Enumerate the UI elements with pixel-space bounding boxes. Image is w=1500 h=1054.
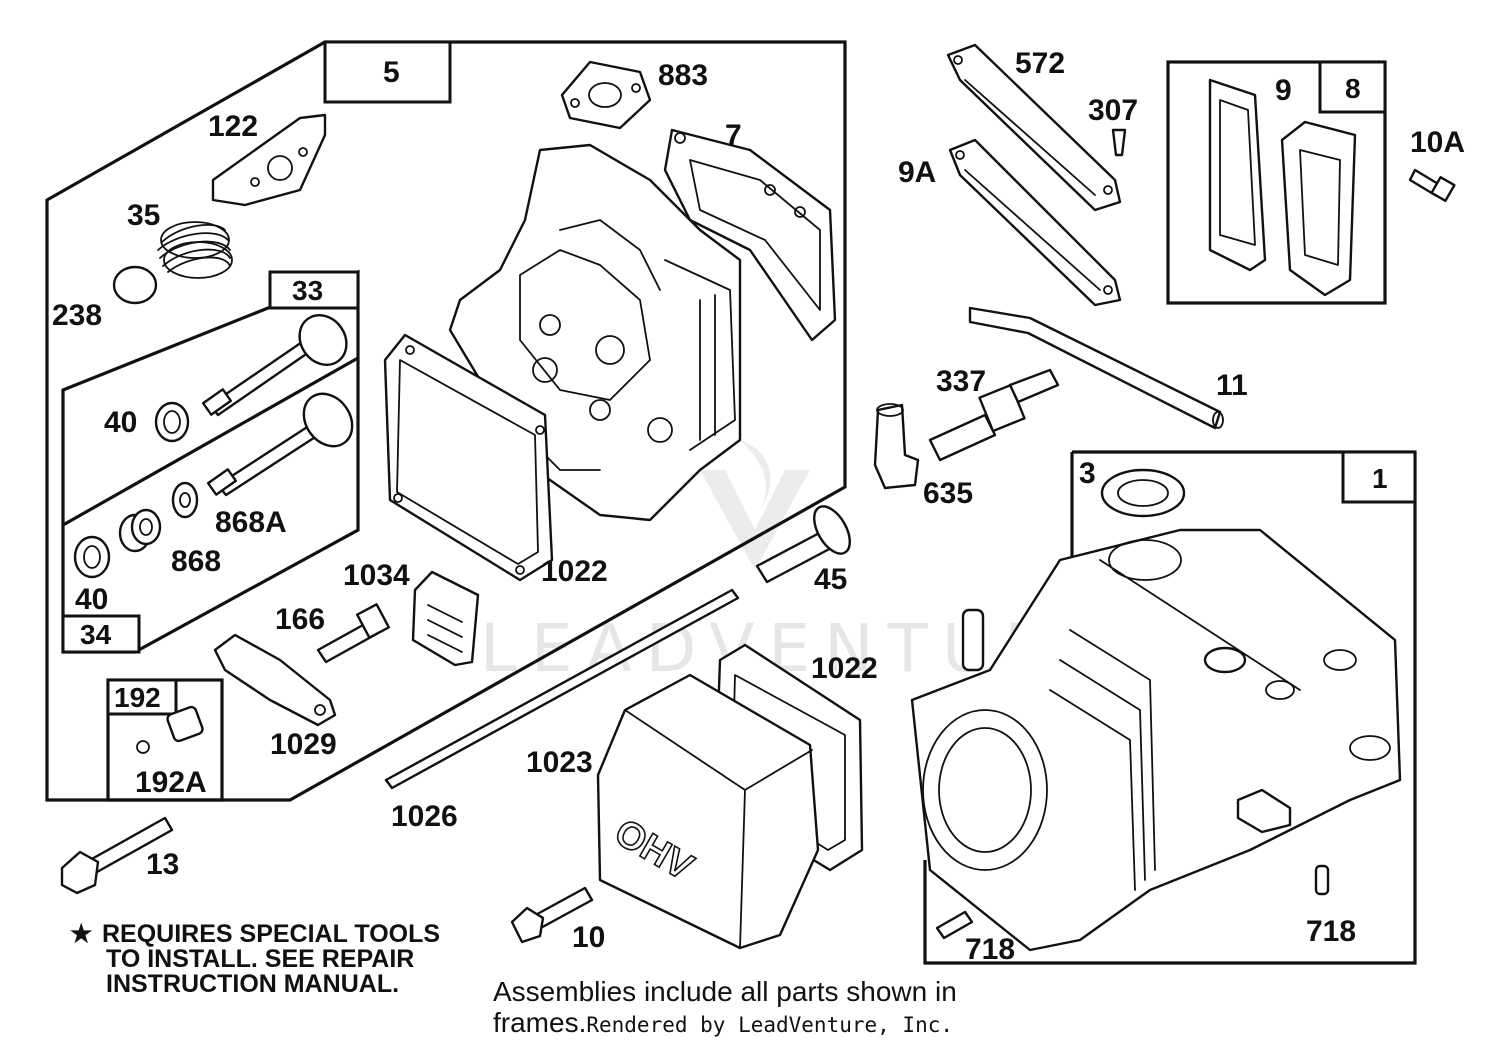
keeper-40-lower xyxy=(73,535,111,579)
crankcase-block xyxy=(910,528,1402,952)
breather-8 xyxy=(1280,120,1357,297)
push-rod-1026 xyxy=(384,588,740,790)
star-icon: ★ xyxy=(70,920,93,948)
label-1034: 1034 xyxy=(343,559,410,592)
special-tools-line3: INSTRUCTION MANUAL. xyxy=(106,970,400,998)
assemblies-text: Assemblies include all parts shown in fr… xyxy=(493,976,957,1038)
plate-1034 xyxy=(411,570,480,667)
label-718-left: 718 xyxy=(965,933,1015,966)
spark-plug-337 xyxy=(928,368,1060,462)
tappet-45 xyxy=(755,505,851,584)
label-10a: 10A xyxy=(1410,126,1465,159)
label-307: 307 xyxy=(1088,94,1138,127)
dowel-718-left xyxy=(935,910,974,940)
rendered-by-text: Rendered by LeadVenture, Inc. xyxy=(586,1013,954,1037)
bolt-10 xyxy=(510,886,594,944)
label-1022-lower: 1022 xyxy=(811,652,878,685)
watermark-logo-icon xyxy=(700,440,810,570)
screw-307 xyxy=(1111,128,1127,157)
valve-33 xyxy=(201,314,348,417)
gasket-9a xyxy=(948,138,1122,307)
stud-166 xyxy=(316,603,391,664)
tube-11 xyxy=(968,306,1224,430)
label-572: 572 xyxy=(1015,47,1065,80)
keeper-40-upper xyxy=(154,401,190,443)
stud-192 xyxy=(136,705,204,754)
assemblies-note: Assemblies include all parts shown in fr… xyxy=(493,976,1053,1041)
label-238: 238 xyxy=(52,299,102,332)
label-9: 9 xyxy=(1275,74,1292,107)
elbow-635 xyxy=(873,403,920,490)
seal-3 xyxy=(1100,468,1186,518)
special-tools-note: ★ REQUIRES SPECIAL TOOLS TO INSTALL. SEE … xyxy=(70,922,440,997)
label-45: 45 xyxy=(814,563,847,596)
gasket-883 xyxy=(560,60,652,130)
frame-label-33: 33 xyxy=(292,275,323,306)
rocker-gasket-1022-upper xyxy=(383,333,554,582)
frame-33-34: 33 34 xyxy=(61,269,360,654)
label-7: 7 xyxy=(725,119,742,152)
label-10: 10 xyxy=(572,921,605,954)
label-868: 868 xyxy=(171,545,221,578)
label-1026: 1026 xyxy=(391,800,458,833)
label-883: 883 xyxy=(658,59,708,92)
rocker-arm-1029 xyxy=(213,633,337,727)
label-635: 635 xyxy=(923,477,973,510)
gasket-572 xyxy=(946,43,1122,212)
label-1023: 1023 xyxy=(526,746,593,779)
frame-192: 192 xyxy=(106,678,224,802)
frame-label-34: 34 xyxy=(80,619,112,650)
label-1022-upper: 1022 xyxy=(541,555,608,588)
bolt-13 xyxy=(60,816,174,895)
plate-122 xyxy=(211,113,327,207)
frame-label-1: 1 xyxy=(1372,463,1388,494)
frame-8: 8 xyxy=(1166,60,1387,305)
frame-label-192: 192 xyxy=(114,682,161,713)
frame-1: 1 xyxy=(923,450,1417,965)
frame-label-8: 8 xyxy=(1345,73,1361,104)
dowel-718-right xyxy=(1314,864,1330,896)
label-718-right: 718 xyxy=(1306,915,1356,948)
spring-35 xyxy=(157,221,233,279)
label-1029: 1029 xyxy=(270,728,337,761)
label-11: 11 xyxy=(1216,369,1248,402)
gasket-9 xyxy=(1208,78,1267,272)
rocker-cover-1023 xyxy=(596,673,820,950)
washer-868a xyxy=(171,481,199,519)
screw-10a xyxy=(1408,168,1456,202)
label-9a: 9A xyxy=(898,156,936,189)
special-tools-line1: REQUIRES SPECIAL TOOLS xyxy=(102,920,441,948)
frame-5: 5 xyxy=(45,40,847,802)
label-40-upper: 40 xyxy=(104,406,137,439)
label-337: 337 xyxy=(936,365,986,398)
label-3: 3 xyxy=(1079,457,1096,490)
label-868a: 868A xyxy=(215,506,287,539)
head-gasket-7 xyxy=(663,128,837,342)
cap-238 xyxy=(112,265,158,305)
valve-34 xyxy=(206,392,354,497)
label-13: 13 xyxy=(146,848,179,881)
label-35: 35 xyxy=(127,199,160,232)
label-40-lower: 40 xyxy=(75,583,108,616)
label-122: 122 xyxy=(208,110,258,143)
label-192a: 192A xyxy=(135,766,207,799)
label-166: 166 xyxy=(275,603,325,636)
frame-label-5: 5 xyxy=(383,56,400,89)
seal-868 xyxy=(118,508,162,553)
special-tools-line2: TO INSTALL. SEE REPAIR xyxy=(106,945,415,973)
